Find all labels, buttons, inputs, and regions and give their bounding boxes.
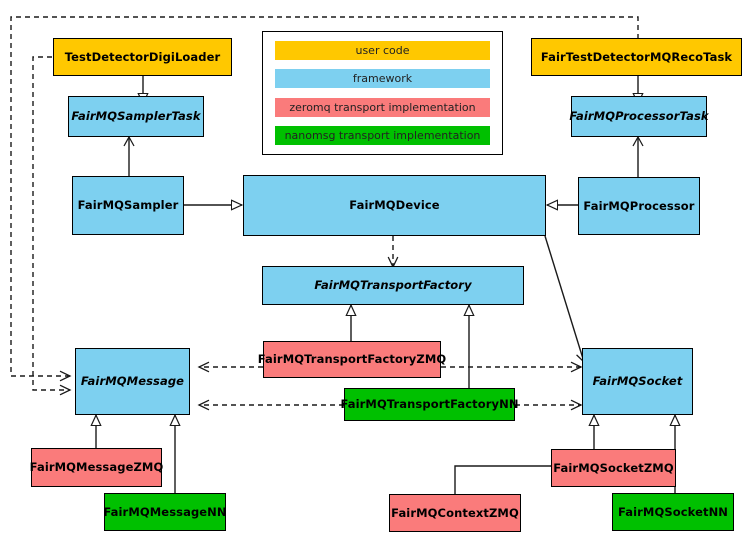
legend-item-nanomsg: nanomsg transport implementation [275,125,490,145]
class-box-testdetectordigiloader[interactable]: TestDetectorDigiLoader [53,38,232,76]
class-label: FairMQMessageNN [103,504,227,519]
legend-label: nanomsg transport implementation [284,128,481,142]
class-box-fairmqsocketzmq[interactable]: FairMQSocketZMQ [551,449,676,487]
class-box-fairmqprocessortask[interactable]: FairMQProcessorTask [569,96,709,137]
legend-item-user-code: user code [275,41,490,60]
class-label: FairMQMessage [80,374,185,389]
class-label: FairMQTransportFactory [314,278,472,293]
class-box-fairmqmessage[interactable]: FairMQMessage [75,348,190,415]
class-box-fairmqmessagenn[interactable]: FairMQMessageNN [103,493,227,531]
class-label: FairMQSampler [77,198,179,213]
class-label: FairMQMessageZMQ [29,460,164,475]
class-box-fairmqsamplertask[interactable]: FairMQSamplerTask [68,96,204,137]
class-box-fairmqsampler[interactable]: FairMQSampler [72,176,184,235]
legend-label: zeromq transport implementation [289,100,476,114]
class-box-fairmqmessagezmq[interactable]: FairMQMessageZMQ [29,448,164,487]
class-box-fairmqcontextzmq[interactable]: FairMQContextZMQ [389,494,521,532]
class-label: FairTestDetectorMQRecoTask [540,49,733,64]
class-box-fairmqdevice[interactable]: FairMQDevice [243,175,546,236]
class-box-fairmqtransportfactorynn[interactable]: FairMQTransportFactoryNN [340,388,518,421]
legend-label: framework [352,72,413,86]
class-label: FairMQProcessor [583,198,695,213]
legend-item-zeromq: zeromq transport implementation [275,97,490,117]
class-label: FairMQTransportFactoryNN [340,397,519,412]
class-box-fairmqsocket[interactable]: FairMQSocket [582,348,693,415]
class-label: FairMQSocketZMQ [553,460,674,475]
class-label: FairMQDevice [349,198,440,213]
class-box-fairtestdetectormqrecotask[interactable]: FairTestDetectorMQRecoTask [531,38,742,76]
class-label: TestDetectorDigiLoader [64,49,221,64]
legend-item-framework: framework [275,69,490,89]
class-label: FairMQSamplerTask [71,109,201,124]
class-label: FairMQProcessorTask [569,109,709,124]
class-label: FairMQContextZMQ [391,505,519,520]
class-label: FairMQTransportFactoryZMQ [257,352,447,367]
class-box-fairmqtransportfactoryzmq[interactable]: FairMQTransportFactoryZMQ [258,341,446,378]
class-label: FairMQSocketNN [617,504,729,519]
class-box-fairmqprocessor[interactable]: FairMQProcessor [578,177,700,235]
class-label: FairMQSocket [592,374,683,389]
class-box-fairmqsocketnn[interactable]: FairMQSocketNN [612,493,734,531]
legend-panel: user code framework zeromq transport imp… [262,31,503,155]
class-box-fairmqtransportfactory[interactable]: FairMQTransportFactory [262,266,524,305]
legend-label: user code [355,44,410,57]
